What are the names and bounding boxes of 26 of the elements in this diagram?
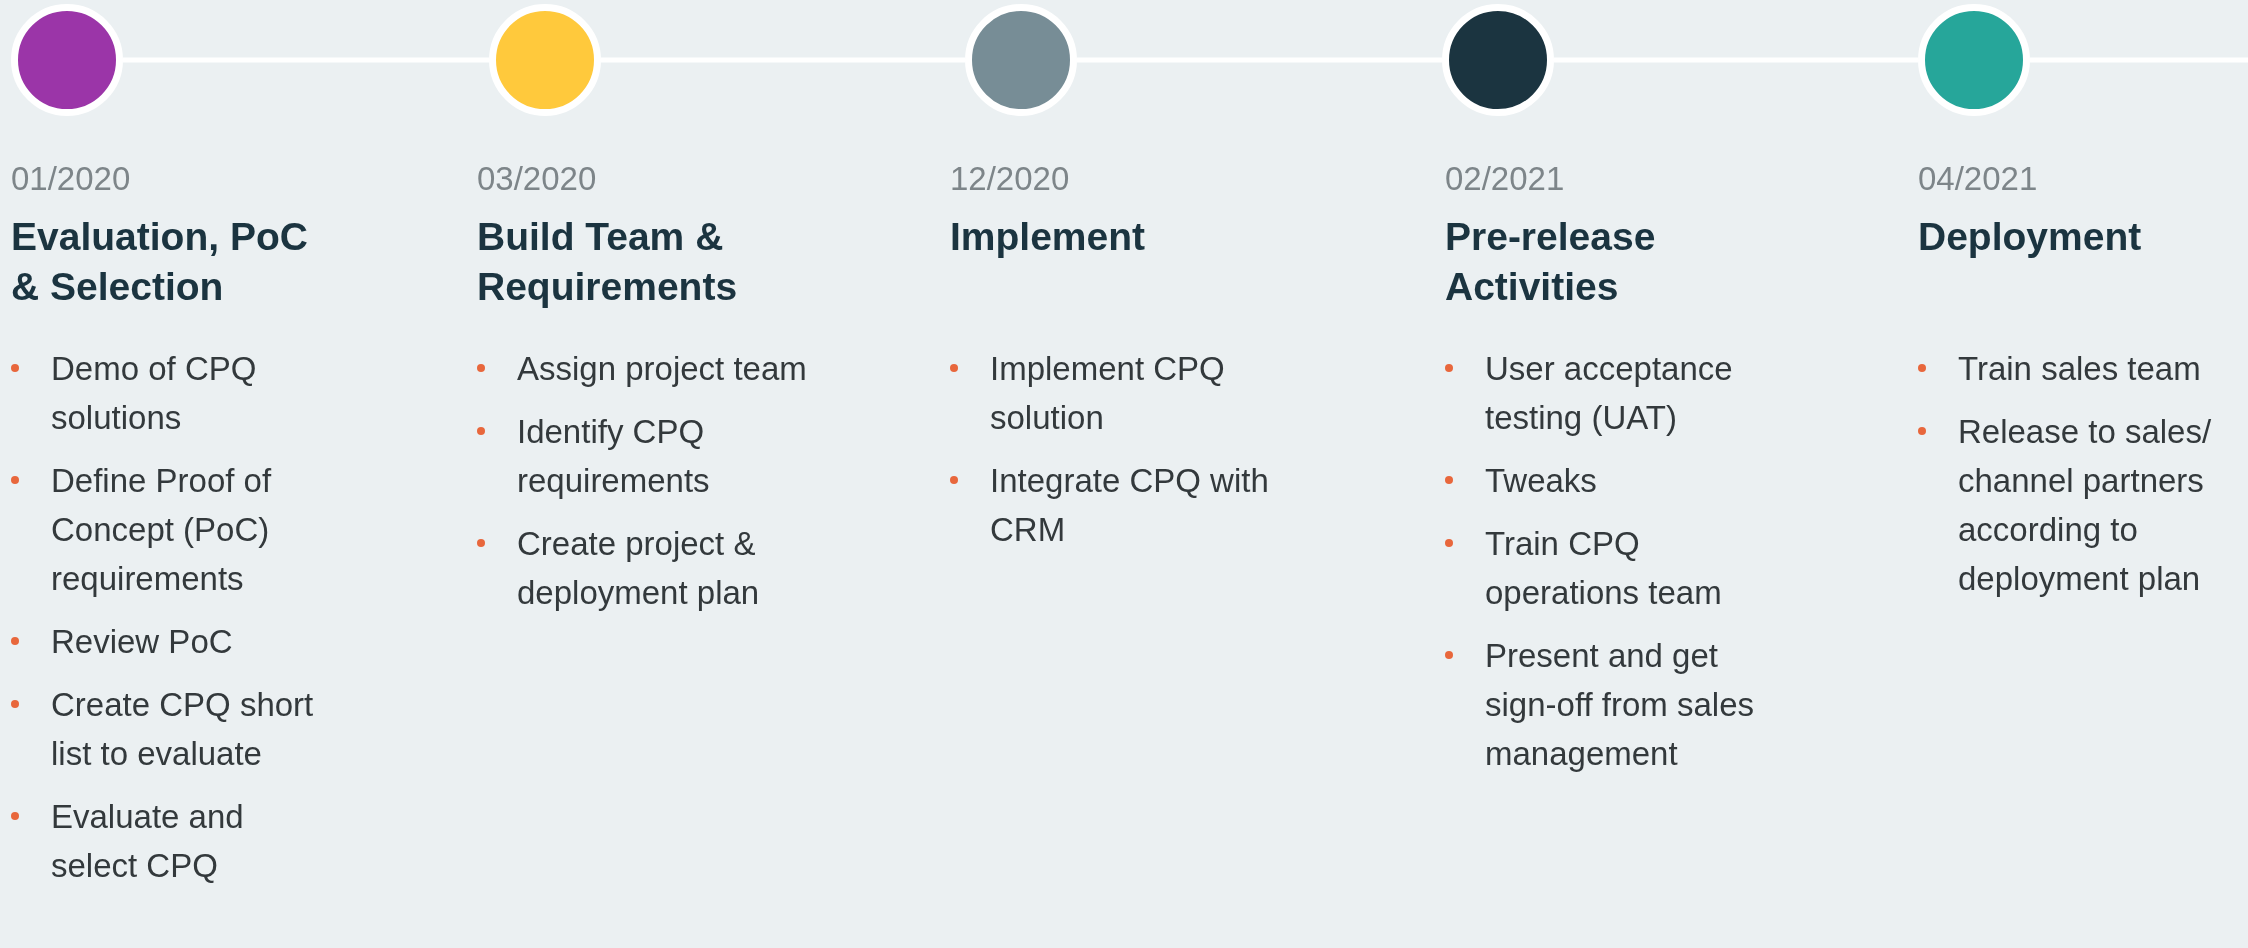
milestone-title: Build Team & Requirements: [477, 214, 739, 310]
date-label: 01/2020: [11, 160, 131, 198]
milestone-title: Implement: [950, 214, 1147, 260]
bullet-item: Implement CPQ solution: [990, 349, 1226, 438]
date-label: 03/2020: [477, 160, 597, 198]
bullet-item: Define Proof of Concept (PoC) requirements: [51, 461, 273, 599]
bullet-item: Train sales team: [1958, 349, 2202, 389]
bullet-item: Create project & deployment plan: [517, 524, 761, 613]
bullet-item: Demo of CPQ solutions: [51, 349, 258, 438]
bullet-item: Train CPQ operations team: [1485, 524, 1723, 613]
milestone-title: Deployment: [1918, 214, 2143, 260]
bullet-item: Present and get sign-off from sales management: [1485, 636, 1755, 774]
bullet-item: Integrate CPQ with CRM: [990, 461, 1270, 550]
bullet-item: User acceptance testing (UAT): [1485, 349, 1734, 438]
bullet-item: Release to sales/ channel partners according to deployment plan: [1958, 412, 2213, 599]
bullet-item: Review PoC: [51, 622, 234, 662]
bullet-item: Identify CPQ requirements: [517, 412, 711, 501]
bullet-item: Create CPQ short list to evaluate: [51, 685, 315, 774]
date-label: 02/2021: [1445, 160, 1565, 198]
milestone-title: Pre-release Activities: [1445, 214, 1657, 310]
date-label: 12/2020: [950, 160, 1070, 198]
bullet-item: Evaluate and select CPQ: [51, 797, 245, 886]
bullet-item: Tweaks: [1485, 461, 1598, 501]
bullet-item: Assign project team: [517, 349, 808, 389]
milestone-title: Evaluation, PoC & Selection: [11, 214, 309, 310]
date-label: 04/2021: [1918, 160, 2038, 198]
